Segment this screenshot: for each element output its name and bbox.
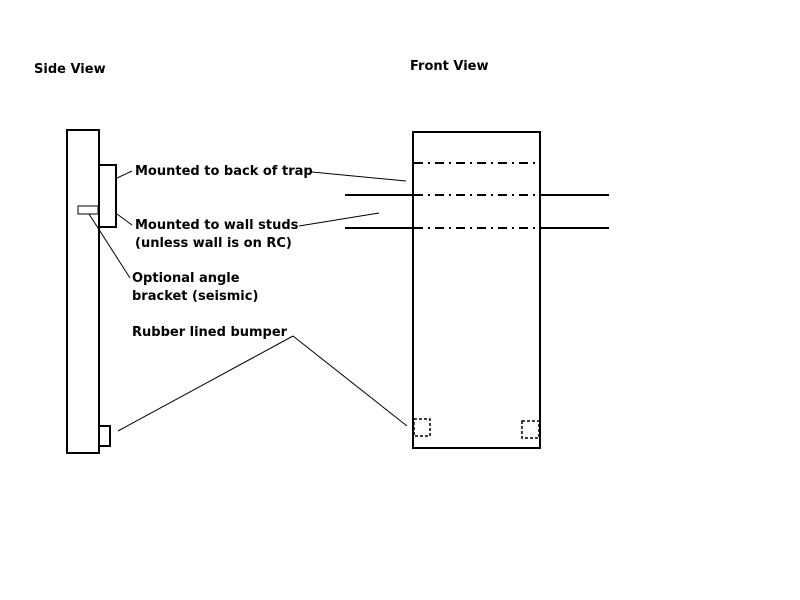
callout-trap-mount: Mounted to back of trap — [135, 164, 313, 179]
front-view-bumper-left — [413, 418, 431, 437]
side-view-bumper — [98, 425, 111, 447]
front-view — [345, 131, 609, 449]
side-view-cleat — [98, 164, 117, 228]
leader-trap-to-front — [311, 171, 407, 182]
front-view-trap-body — [412, 131, 541, 449]
leader-lines — [88, 170, 408, 432]
leader-studs-to-cleat — [116, 213, 133, 226]
leader-angle-to-bracket — [88, 213, 131, 279]
callout-angle-bracket-line2: bracket (seismic) — [132, 289, 259, 304]
side-view-title: Side View — [34, 62, 106, 77]
callout-angle-bracket-line1: Optional angle — [132, 271, 240, 286]
callout-wall-mount-note: (unless wall is on RC) — [135, 236, 292, 251]
leader-bumper-to-side — [117, 335, 294, 432]
leader-bumper-to-front — [292, 335, 408, 427]
callout-bumper: Rubber lined bumper — [132, 325, 288, 340]
side-view — [66, 129, 117, 454]
front-view-bumper-right — [521, 420, 540, 439]
callout-wall-mount: Mounted to wall studs — [135, 218, 299, 233]
leader-studs-to-front — [298, 212, 380, 227]
leader-trap-to-cleat — [116, 170, 133, 179]
side-view-angle-bracket — [77, 205, 99, 215]
front-view-title: Front View — [410, 59, 489, 74]
side-view-trap-body — [66, 129, 100, 454]
